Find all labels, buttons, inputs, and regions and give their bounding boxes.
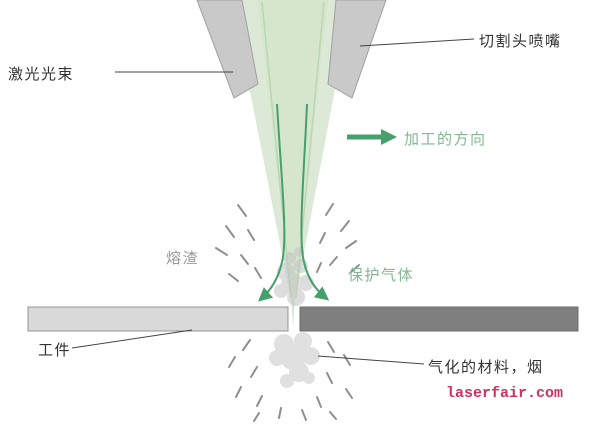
spatter-dash xyxy=(237,204,247,217)
spatter-dash xyxy=(250,366,258,378)
workpiece-right-bar xyxy=(299,306,579,332)
label-laser-beam: 激光光束 xyxy=(8,66,75,83)
spatter-dash xyxy=(225,225,235,238)
spatter-dash xyxy=(247,229,255,241)
gas-flow-arrow-right xyxy=(300,103,330,301)
spatter-dash xyxy=(319,232,326,244)
spatter-dash xyxy=(278,407,282,419)
spatter-dash xyxy=(327,341,335,353)
nozzle-left-shape xyxy=(196,0,259,99)
spatter-dash xyxy=(256,395,263,407)
label-workpiece: 工件 xyxy=(38,342,72,359)
spatter-dash xyxy=(325,203,334,216)
spatter-dash xyxy=(253,412,260,422)
spatter-dash xyxy=(235,386,242,398)
label-shielding-gas: 保护气体 xyxy=(348,267,415,284)
nozzle-right-shape xyxy=(327,0,387,99)
beam-focus-line-left xyxy=(261,1,292,299)
leader-vapor xyxy=(317,355,425,365)
spatter-dashes xyxy=(215,203,360,422)
spatter-dash xyxy=(301,409,307,421)
spatter-dash xyxy=(215,247,228,256)
label-nozzle: 切割头喷嘴 xyxy=(479,33,562,50)
label-slag: 熔渣 xyxy=(166,250,200,267)
label-direction: 加工的方向 xyxy=(404,131,487,148)
spatter-dash xyxy=(350,264,360,273)
laser-beam-core xyxy=(258,0,328,312)
spatter-dash xyxy=(343,354,351,366)
workpiece-left-bar xyxy=(27,306,289,332)
label-vapor: 气化的材料，烟 xyxy=(428,359,544,376)
watermark-text: laserfair.com xyxy=(446,385,564,402)
spatter-dash xyxy=(242,339,251,351)
spatter-dash xyxy=(316,396,322,408)
spatter-dash xyxy=(345,240,357,249)
spatter-dash xyxy=(340,220,350,232)
spatter-dash xyxy=(329,256,338,266)
spatter-dash xyxy=(240,254,249,265)
gas-flow-arrow-left xyxy=(258,103,286,302)
spatter-dash xyxy=(228,273,239,282)
spatter-dash xyxy=(326,372,333,384)
spatter-dash xyxy=(254,267,262,279)
direction-arrow-icon xyxy=(347,129,397,145)
smoke-plume-lower xyxy=(269,332,320,388)
leader-workpiece xyxy=(71,329,193,349)
spatter-dash xyxy=(228,356,236,368)
spatter-dash xyxy=(329,411,337,420)
spatter-dash xyxy=(316,262,322,273)
leader-nozzle xyxy=(359,38,475,47)
spatter-dash xyxy=(345,388,353,399)
